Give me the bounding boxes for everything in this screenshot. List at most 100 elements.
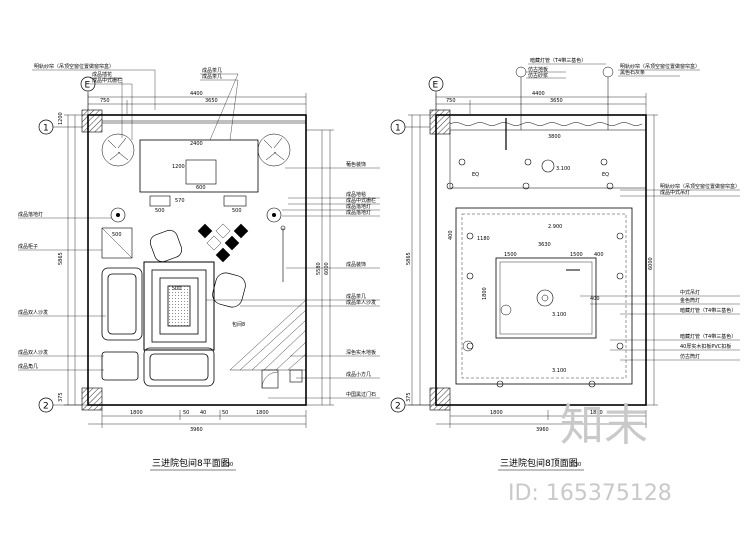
left-inner-dim-500c: 500: [112, 232, 122, 238]
right-note-right-8: 仿古筒灯: [680, 353, 700, 360]
left-left-leaders: [18, 217, 111, 371]
right-note-right-1: 明轨纱帘（吊顶空窗位置做窗帘盒）: [660, 183, 740, 190]
left-note-right-1: 葡色装饰: [346, 161, 366, 168]
right-dim-left-a: 5865: [406, 252, 412, 265]
right-inner-dim-1500a: 1500: [504, 252, 517, 258]
right-dim-top-total: 4400: [532, 91, 545, 97]
right-note-eq-1: EQ: [472, 172, 479, 178]
right-level-4: 3.100: [552, 368, 566, 374]
svg-text:1: 1: [43, 124, 49, 134]
right-note-right-4: 金色筒灯: [680, 297, 700, 304]
right-grid-bubble-e: E: [428, 76, 444, 110]
left-note-top-4: 成品茶几: [202, 67, 222, 74]
right-inner-dim-400b: 400: [590, 296, 600, 302]
right-note-right-5: 暗藏灯管（T4带三基色）: [680, 307, 736, 314]
left-note-right-2: 成品地毯: [346, 191, 366, 198]
left-plant-right: [257, 133, 291, 167]
left-column-top: [81, 109, 103, 133]
right-ceiling-plan: 4400 750 3650 5865 375 400 6000 3800 EQ …: [390, 57, 740, 471]
right-room-walls: [435, 114, 647, 406]
svg-text:2: 2: [43, 402, 49, 412]
right-dim-top-a: 750: [446, 98, 456, 104]
right-left-dimensions: [408, 114, 436, 406]
right-plan-scale: 1:30: [570, 462, 581, 468]
left-note-right-11: 中国黑过门石: [346, 391, 376, 398]
left-note-right-10: 成品小方几: [346, 371, 371, 378]
right-inner-dim-1500b: 1500: [570, 252, 583, 258]
right-plan-title: 三进院包间8顶面图: [500, 457, 578, 469]
right-right-leaders: [580, 189, 740, 361]
left-right-leaders: [206, 167, 380, 399]
right-dim-bottom-2: 1800: [590, 410, 603, 416]
right-dim-top-b: 3650: [550, 98, 563, 104]
svg-text:1: 1: [395, 124, 401, 134]
left-diamond-stools: [197, 223, 249, 263]
right-inner-dim-3800: 3800: [548, 134, 561, 140]
right-pendant-top: [541, 159, 555, 173]
right-dim-bottom-1: 1800: [490, 410, 503, 416]
left-dim-left-a: 1200: [58, 112, 64, 125]
left-note-top-5: 成品茶几: [202, 73, 222, 80]
svg-text:2: 2: [395, 402, 401, 412]
right-dim-left-c: 400: [448, 230, 454, 240]
left-note-right-8: 成品单人沙发: [346, 299, 376, 306]
left-inner-dim-2400: 2400: [190, 141, 203, 147]
right-level-3: 3.100: [552, 312, 566, 318]
svg-text:E: E: [433, 81, 439, 91]
svg-text:E: E: [85, 81, 91, 91]
watermark: 知末 ID: 165375128: [508, 400, 672, 506]
right-note-top-3: 仿古砂浆: [528, 72, 548, 79]
left-tea-cabinet: [139, 139, 259, 193]
left-dim-bottom-3: 40: [200, 410, 206, 416]
left-note-left-2: 成品柜子: [18, 243, 38, 250]
left-note-left-4: 成品双人沙发: [18, 349, 48, 356]
left-note-right-3: 成品中式栅栏: [346, 197, 376, 204]
left-door: [261, 369, 279, 389]
left-dim-left-c: 375: [58, 392, 64, 402]
left-room-walls: [87, 114, 307, 406]
right-note-top-1: 暗藏灯管（T4带三基色）: [530, 57, 586, 64]
right-note-eq-2: EQ: [602, 172, 609, 178]
left-right-dimensions: [306, 129, 334, 406]
left-dim-bottom-5: 1800: [256, 410, 269, 416]
left-floor-plan: 4400 750 3650 1200 5865 375 5580 6000: [18, 63, 380, 471]
left-note-left-1: 成品落地灯: [18, 211, 43, 218]
right-curtain-line: [449, 122, 643, 126]
left-armchair-right: [212, 272, 246, 308]
right-note-top-5: 黑色石灰条: [620, 69, 645, 76]
left-dim-right-a: 5580: [316, 262, 322, 275]
right-inner-dim-1800: 1800: [482, 287, 488, 300]
left-inner-dim-500d: 500: [172, 286, 182, 292]
left-top-leaders: [32, 69, 239, 141]
left-note-top-2: 成品插花: [92, 71, 112, 78]
right-column-bottom: [429, 387, 451, 411]
left-dim-top-a: 750: [100, 98, 110, 104]
left-dim-right-b: 6000: [324, 262, 330, 275]
right-top-spotlights: [446, 158, 614, 190]
right-dim-right-a: 6000: [648, 257, 654, 270]
right-right-dimensions: [646, 114, 658, 406]
watermark-id: ID: 165375128: [508, 481, 672, 506]
left-plan-title: 三进院包间8平面图: [152, 457, 230, 469]
left-note-right-4: 成品落地灯: [346, 203, 371, 210]
left-dim-bottom-total: 3960: [190, 427, 203, 433]
left-note-right-9: 深色实木地板: [346, 349, 376, 356]
left-cabinet: [101, 227, 133, 259]
left-sofa-set: [101, 261, 215, 387]
right-dim-bottom-total: 3960: [536, 427, 549, 433]
left-dim-left-b: 5865: [58, 252, 64, 265]
left-plan-scale: 1:30: [222, 462, 233, 468]
left-dim-bottom-1: 1800: [130, 410, 143, 416]
right-column-top: [429, 109, 451, 135]
left-floor-lamp-2: [266, 207, 282, 223]
right-dim-left-b: 375: [406, 392, 412, 402]
right-grid-bubble-2: 2: [390, 397, 430, 413]
right-note-right-6: 暗藏灯管（T4带三基色）: [680, 333, 736, 340]
right-inner-dim-400a: 400: [594, 252, 604, 258]
right-level-1: 3.100: [556, 166, 570, 172]
right-center-tray: [495, 257, 597, 339]
left-side-dimensions: [64, 114, 88, 406]
right-note-right-2: 成品中式吊灯: [660, 189, 690, 196]
left-dim-top-total: 4400: [190, 91, 203, 97]
